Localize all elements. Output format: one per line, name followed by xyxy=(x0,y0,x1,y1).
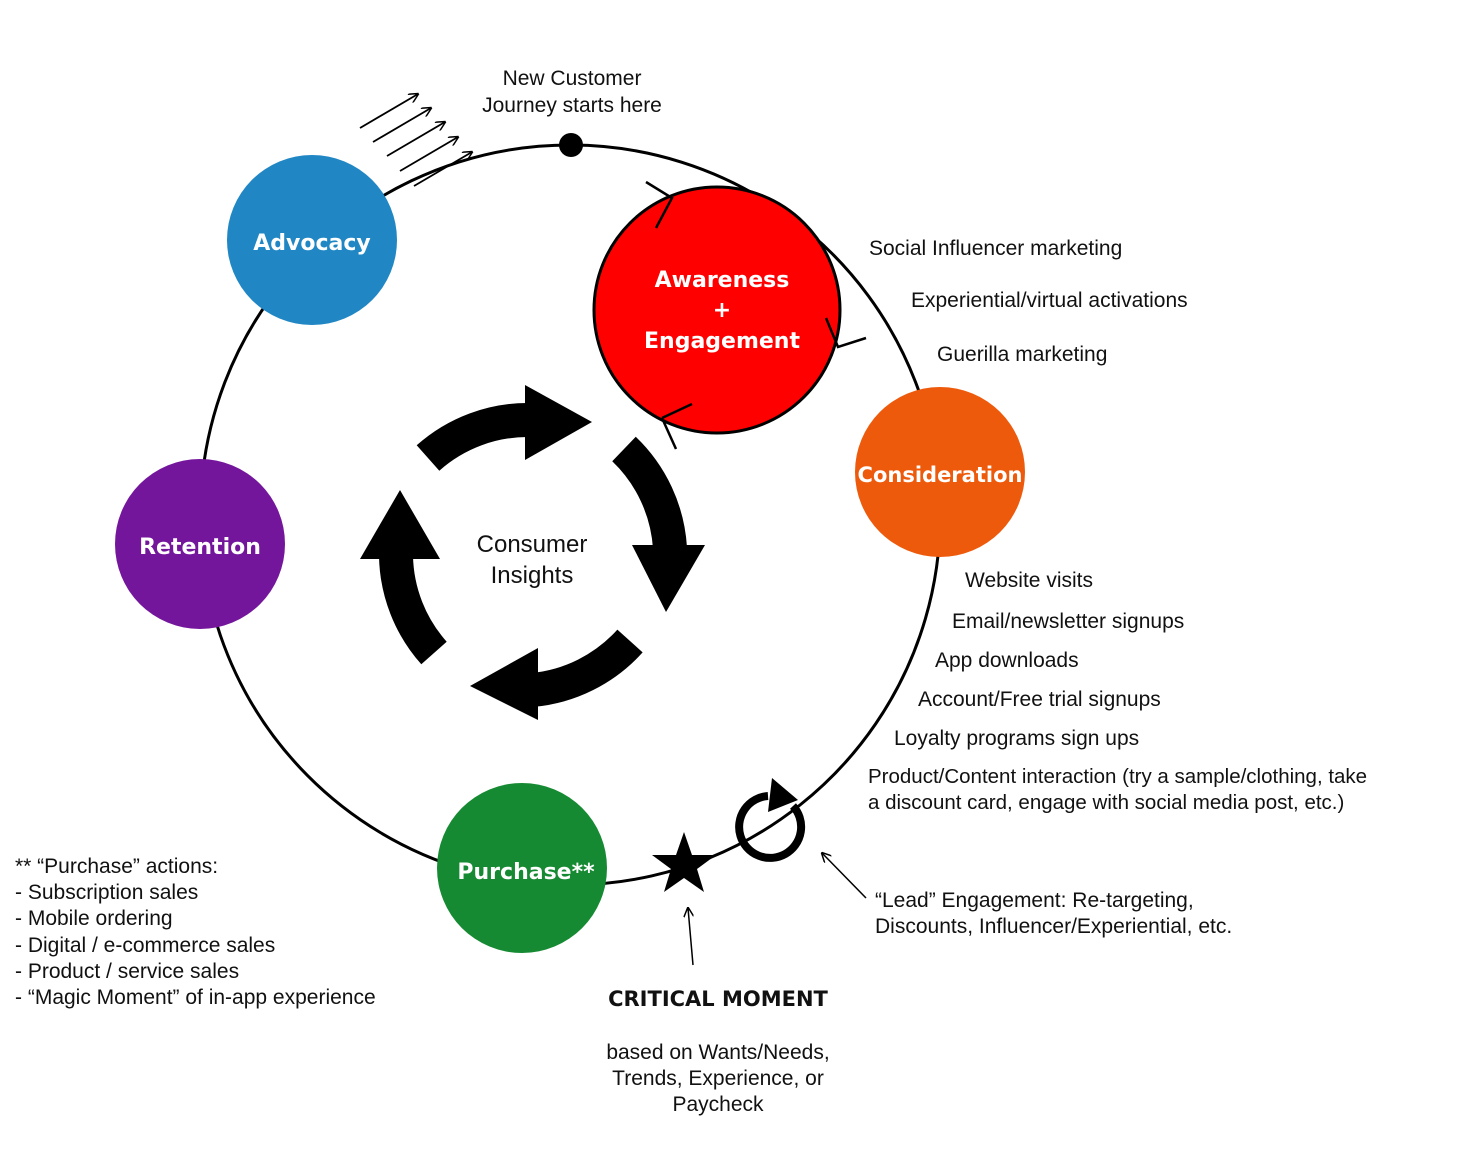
consideration-node xyxy=(855,387,1025,557)
start-label-line-2: Journey starts here xyxy=(482,94,662,117)
awareness-tactic-3: Guerilla marketing xyxy=(937,343,1107,366)
cycle-arrows-icon xyxy=(379,403,687,707)
awareness-engagement-node xyxy=(592,185,842,435)
star-icon xyxy=(652,832,716,892)
critical-moment-detail-2: Trends, Experience, or xyxy=(612,1067,824,1090)
consideration-action-3: App downloads xyxy=(935,649,1079,672)
product-interaction-line-2: a discount card, engage with social medi… xyxy=(868,791,1344,814)
advocacy-node xyxy=(227,155,397,325)
purchase-actions-line-3: - Mobile ordering xyxy=(15,907,173,930)
center-label-line-1: Consumer xyxy=(477,531,588,558)
consideration-action-4: Account/Free trial signups xyxy=(918,688,1161,711)
awareness-label: Awareness xyxy=(655,268,790,293)
engagement-label: Engagement xyxy=(644,329,800,354)
awareness-plus-label: + xyxy=(713,298,731,323)
speed-lines-icon xyxy=(359,94,472,187)
journey-start-dot xyxy=(559,133,583,157)
consideration-action-1: Website visits xyxy=(965,569,1093,592)
purchase-actions-line-6: - “Magic Moment” of in-app experience xyxy=(15,986,376,1009)
refresh-loop-icon xyxy=(735,778,806,862)
advocacy-label: Advocacy xyxy=(253,231,371,256)
purchase-actions-line-1: ** “Purchase” actions: xyxy=(15,855,218,878)
critical-moment-pointer xyxy=(688,908,693,966)
purchase-actions-line-5: - Product / service sales xyxy=(15,960,239,983)
consideration-action-5: Loyalty programs sign ups xyxy=(894,727,1139,750)
purchase-node xyxy=(437,783,607,953)
lead-engagement-line-1: “Lead” Engagement: Re-targeting, xyxy=(875,889,1194,912)
purchase-label: Purchase** xyxy=(457,860,595,885)
consideration-label: Consideration xyxy=(858,463,1023,487)
critical-moment-detail-1: based on Wants/Needs, xyxy=(606,1041,829,1064)
lead-engagement-line-2: Discounts, Influencer/Experiential, etc. xyxy=(875,915,1232,938)
critical-moment-detail-3: Paycheck xyxy=(672,1093,764,1116)
critical-moment-title: CRITICAL MOMENT xyxy=(608,987,828,1011)
awareness-tick-marks xyxy=(645,180,867,450)
product-interaction-line-1: Product/Content interaction (try a sampl… xyxy=(868,765,1367,788)
center-label-line-2: Insights xyxy=(491,562,574,589)
purchase-actions-line-2: - Subscription sales xyxy=(15,881,198,904)
lead-engagement-pointer xyxy=(822,853,867,899)
awareness-tactic-1: Social Influencer marketing xyxy=(869,237,1122,260)
start-label-line-1: New Customer xyxy=(503,67,642,90)
retention-node xyxy=(115,459,285,629)
consideration-action-2: Email/newsletter signups xyxy=(952,610,1184,633)
retention-label: Retention xyxy=(139,535,261,560)
purchase-actions-line-4: - Digital / e-commerce sales xyxy=(15,934,275,957)
awareness-tactic-2: Experiential/virtual activations xyxy=(911,289,1188,312)
